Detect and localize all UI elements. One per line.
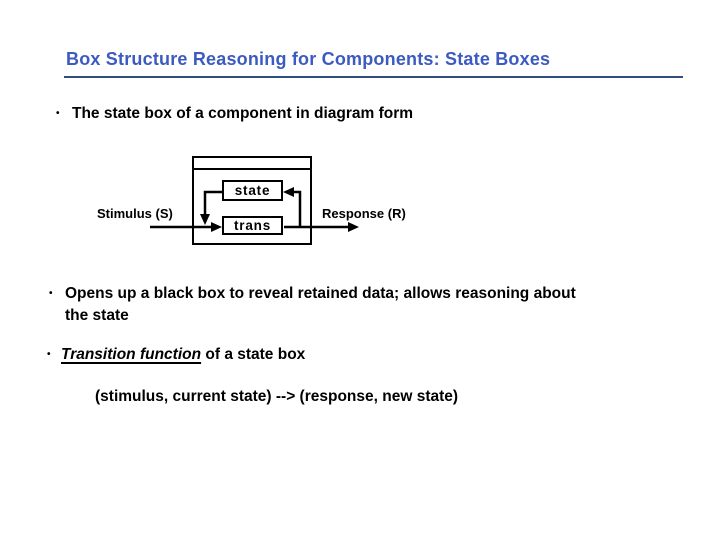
bullet-text: Opens up a black box to reveal retained … [65,283,576,327]
stimulus-label: Stimulus (S) [97,206,173,221]
bullet-icon: • [49,288,53,299]
transition-function-rest: of a state box [201,346,306,363]
bullet-text-line-1: Opens up a black box to reveal retained … [65,285,576,302]
component-outer-box [192,156,312,245]
transition-formula: (stimulus, current state) --> (response,… [95,388,459,405]
bullet-icon: • [47,349,51,360]
state-box: state [222,180,283,201]
title-underline-rule [64,76,683,78]
bullet-item-opens-up: • Opens up a black box to reveal retaine… [49,283,576,327]
bullet-text: Transition function of a state box [61,344,305,366]
page-title: Box Structure Reasoning for Components: … [66,49,551,69]
bullet-text-line-2: the state [65,307,129,324]
state-to-trans-feedback-arrow [200,190,223,225]
trans-box: trans [222,216,283,235]
bullet-text: The state box of a component in diagram … [72,105,414,122]
bullet-icon: • [56,108,60,119]
response-label: Response (R) [322,206,406,221]
trans-to-state-feedback-arrow [283,187,302,226]
bullet-item-transition-function: • Transition function of a state box [47,344,305,366]
bullet-item-state-box: • The state box of a component in diagra… [56,103,413,125]
outer-box-header-band [194,158,310,170]
transition-function-emphasis: Transition function [61,346,202,363]
